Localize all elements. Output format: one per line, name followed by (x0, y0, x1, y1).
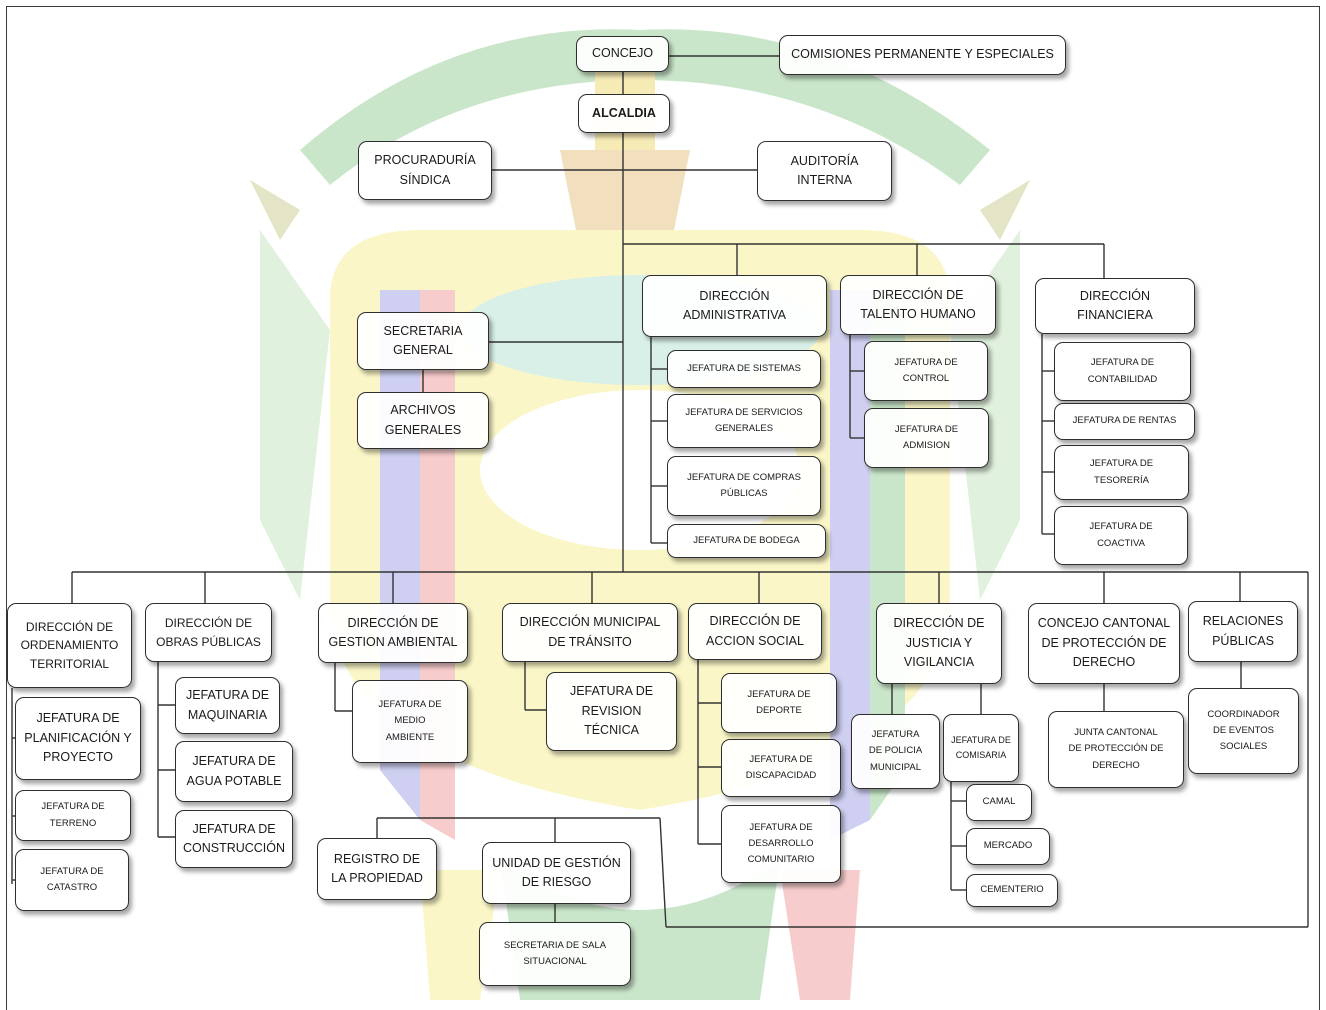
node-jef-policia: JEFATURA DE POLICIA MUNICIPAL (851, 714, 940, 789)
node-dir-gestion-ambiental: DIRECCIÓN DE GESTION AMBIENTAL (318, 603, 468, 663)
node-dir-financiera: DIRECCIÓN FINANCIERA (1035, 278, 1195, 334)
node-concejo-cantonal: CONCEJO CANTONAL DE PROTECCIÓN DE DERECH… (1028, 603, 1180, 684)
node-jef-contabilidad: JEFATURA DE CONTABILIDAD (1054, 342, 1191, 401)
node-dir-obras-publicas: DIRECCIÓN DE OBRAS PÚBLICAS (145, 603, 272, 662)
org-chart-frame (6, 6, 1320, 1010)
node-dir-talento-humano: DIRECCIÓN DE TALENTO HUMANO (840, 275, 996, 335)
node-procuraduria: PROCURADURÍA SÍNDICA (358, 141, 492, 200)
node-jef-compras-publicas: JEFATURA DE COMPRAS PÚBLICAS (667, 456, 821, 516)
node-jef-tesoreria: JEFATURA DE TESORERÍA (1054, 445, 1189, 500)
node-jef-maquinaria: JEFATURA DE MAQUINARIA (175, 677, 280, 734)
node-jef-medio-ambiente: JEFATURA DE MEDIO AMBIENTE (352, 680, 468, 763)
node-jef-admision: JEFATURA DE ADMISION (864, 408, 989, 468)
node-cementerio: CEMENTERIO (966, 874, 1058, 907)
node-comisiones: COMISIONES PERMANENTE Y ESPECIALES (779, 35, 1066, 75)
node-jef-comisaria: JEFATURA DE COMISARIA (943, 714, 1019, 782)
node-dir-accion-social: DIRECCIÓN DE ACCION SOCIAL (688, 603, 822, 660)
node-jef-revision-tecnica: JEFATURA DE REVISION TÉCNICA (546, 672, 677, 751)
node-relaciones-publicas: RELACIONES PÚBLICAS (1188, 601, 1298, 662)
node-mercado: MERCADO (966, 828, 1050, 865)
node-alcaldia: ALCALDIA (578, 94, 670, 133)
node-jef-deporte: JEFATURA DE DEPORTE (721, 673, 837, 733)
node-secretaria-sala: SECRETARIA DE SALA SITUACIONAL (479, 922, 631, 986)
node-jef-bodega: JEFATURA DE BODEGA (667, 524, 826, 558)
node-jef-sistemas: JEFATURA DE SISTEMAS (667, 350, 821, 388)
node-camal: CAMAL (966, 784, 1032, 821)
node-jef-planificacion: JEFATURA DE PLANIFICACIÓN Y PROYECTO (15, 697, 141, 780)
node-jef-agua-potable: JEFATURA DE AGUA POTABLE (175, 741, 293, 802)
node-registro-propiedad: REGISTRO DE LA PROPIEDAD (317, 838, 437, 900)
node-junta-cantonal: JUNTA CANTONAL DE PROTECCIÓN DE DERECHO (1048, 711, 1184, 788)
node-jef-desarrollo-comunitario: JEFATURA DE DESARROLLO COMUNITARIO (721, 805, 841, 883)
node-unidad-gestion-riesgo: UNIDAD DE GESTIÓN DE RIESGO (482, 842, 631, 904)
node-jef-coactiva: JEFATURA DE COACTIVA (1054, 506, 1188, 565)
node-dir-transito: DIRECCIÓN MUNICIPAL DE TRÁNSITO (502, 603, 678, 662)
node-secretaria-general: SECRETARIA GENERAL (357, 312, 489, 370)
node-concejo: CONCEJO (576, 36, 669, 72)
node-auditoria: AUDITORÍA INTERNA (757, 141, 892, 201)
node-dir-administrativa: DIRECCIÓN ADMINISTRATIVA (642, 275, 827, 337)
node-jef-terreno: JEFATURA DE TERRENO (15, 790, 131, 841)
node-dir-ordenamiento: DIRECCIÓN DE ORDENAMIENTO TERRITORIAL (7, 603, 132, 688)
node-dir-justicia: DIRECCIÓN DE JUSTICIA Y VIGILANCIA (876, 603, 1002, 684)
node-coordinador-eventos: COORDINADOR DE EVENTOS SOCIALES (1188, 688, 1299, 774)
node-jef-control: JEFATURA DE CONTROL (864, 341, 988, 401)
node-archivos-generales: ARCHIVOS GENERALES (357, 392, 489, 449)
node-jef-discapacidad: JEFATURA DE DISCAPACIDAD (721, 739, 841, 797)
node-jef-rentas: JEFATURA DE RENTAS (1054, 403, 1195, 440)
node-jef-construccion: JEFATURA DE CONSTRUCCIÓN (175, 810, 293, 868)
node-jef-catastro: JEFATURA DE CATASTRO (15, 849, 129, 911)
node-jef-servicios-generales: JEFATURA DE SERVICIOS GENERALES (667, 394, 821, 448)
